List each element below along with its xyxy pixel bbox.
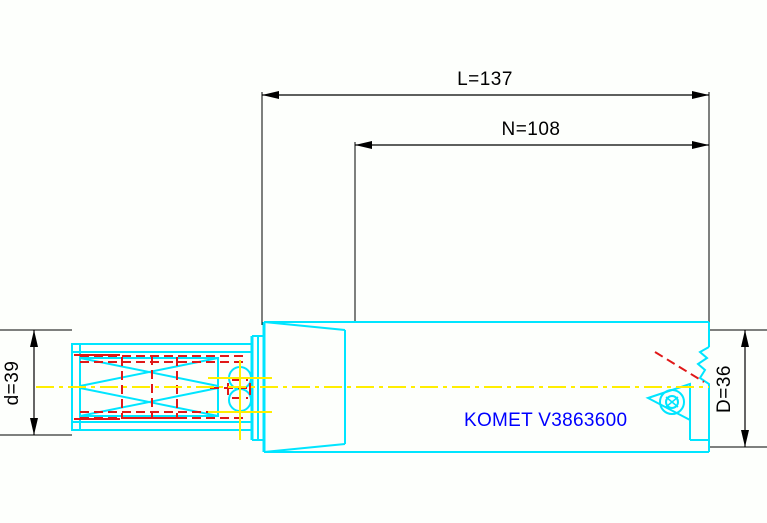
dimension-cutting-diameter: D=36 — [709, 329, 767, 448]
dimension-flute-length: N=108 — [354, 119, 709, 322]
arrowhead-top-d — [30, 330, 38, 347]
dimension-label-shank-diameter: d=39 — [2, 361, 23, 406]
insert-screw-slot-2 — [665, 396, 679, 408]
arrowhead-bottom-d — [30, 418, 38, 435]
dimension-overall-length: L=137 — [261, 69, 710, 325]
dimension-shank-diameter: d=39 — [0, 329, 72, 436]
arrowhead-left-N — [355, 141, 372, 149]
tip-face-profile — [696, 346, 710, 452]
arrowhead-top-D — [741, 330, 749, 347]
hidden-flute-angle — [654, 351, 705, 383]
arrowhead-left-L — [262, 91, 279, 99]
centerlines-group — [36, 360, 709, 440]
arrowhead-right-L — [692, 91, 709, 99]
arrowhead-right-N — [692, 141, 709, 149]
hidden-tick-marks — [74, 354, 251, 420]
part-number-label: KOMET V3863600 — [464, 410, 627, 431]
dimension-label-cutting-diameter: D=36 — [714, 365, 735, 413]
insert-screw-outer — [659, 389, 685, 415]
dimension-label-overall-length: L=137 — [457, 69, 513, 90]
arrowhead-bottom-D — [741, 430, 749, 447]
dimension-label-flute-length: N=108 — [501, 119, 560, 140]
taper-bottom-edge — [263, 443, 346, 453]
hidden-lines-group — [80, 351, 705, 419]
insert-screw-inner — [665, 395, 679, 409]
taper-top-edge — [263, 321, 346, 331]
